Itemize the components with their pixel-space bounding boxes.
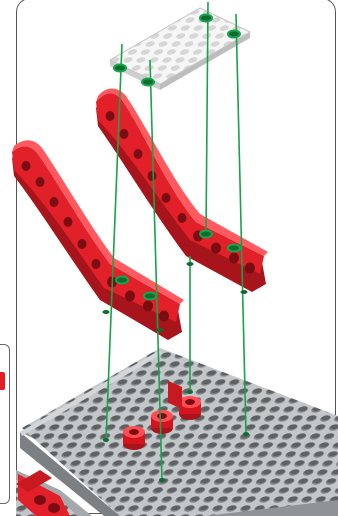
white-connector-plate bbox=[110, 8, 250, 90]
grey-base-plate bbox=[16, 348, 338, 516]
